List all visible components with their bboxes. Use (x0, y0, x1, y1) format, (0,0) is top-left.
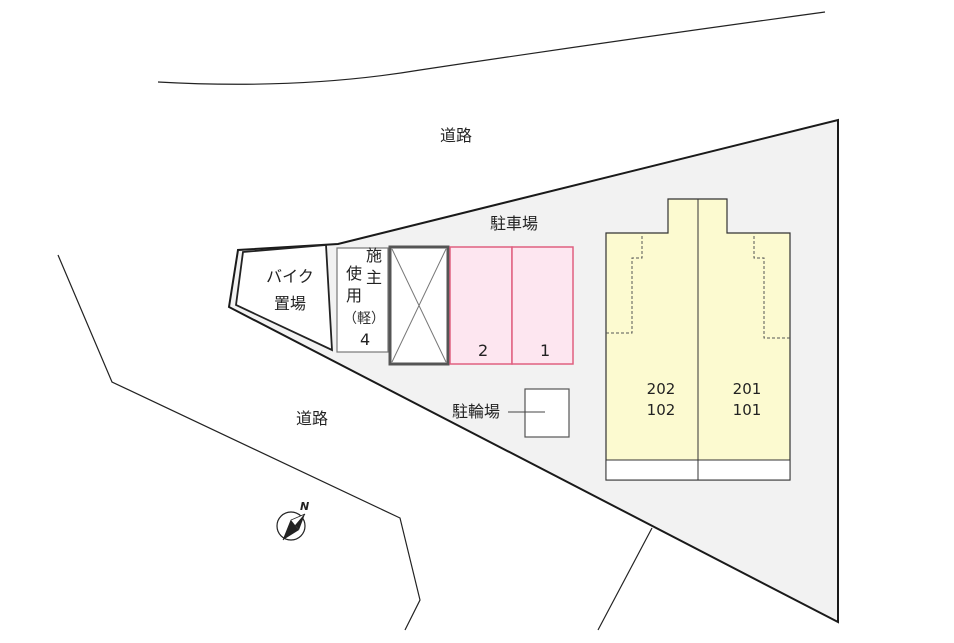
bicycle-parking-label: 駐輪場 (452, 402, 501, 421)
parking-space-2 (449, 246, 513, 365)
bike-parking-area (235, 244, 333, 352)
space-number-4: 4 (360, 330, 371, 349)
space-number-2: 2 (478, 341, 489, 360)
owner-use-char-1: 使 (346, 264, 363, 283)
owner-use-space (336, 247, 389, 353)
building (605, 198, 791, 481)
unit-number-102: 102 (646, 401, 676, 419)
road-label-left: 道路 (296, 409, 329, 428)
owner-use-char-4: 用 (346, 286, 363, 305)
bike-parking-label: バイク 置場 (255, 263, 325, 317)
road-edge-top (157, 11, 826, 85)
unit-label-right: 201 101 (722, 379, 772, 421)
road-label-top: 道路 (440, 126, 473, 145)
owner-use-char-2: 施 (366, 246, 383, 265)
space-number-1: 1 (540, 341, 551, 360)
road-edge-left (57, 254, 421, 631)
bike-parking-label-line2: 置場 (273, 294, 306, 313)
bicycle-parking-box (524, 388, 570, 438)
unit-label-left: 202 102 (636, 379, 686, 421)
kei-car-label: （軽） (343, 311, 385, 327)
unit-number-101: 101 (732, 401, 762, 419)
unit-number-201: 201 (732, 380, 762, 398)
parking-space-1 (511, 246, 574, 365)
owner-use-char-3: 主 (366, 268, 383, 287)
road-edge-bottom (597, 527, 653, 631)
unit-number-202: 202 (646, 380, 676, 398)
north-arrow-icon: N (276, 500, 309, 541)
bike-parking-label-line1: バイク (266, 267, 314, 286)
north-label: N (300, 500, 309, 513)
parking-label: 駐車場 (490, 214, 539, 233)
unavailable-space (388, 245, 450, 366)
